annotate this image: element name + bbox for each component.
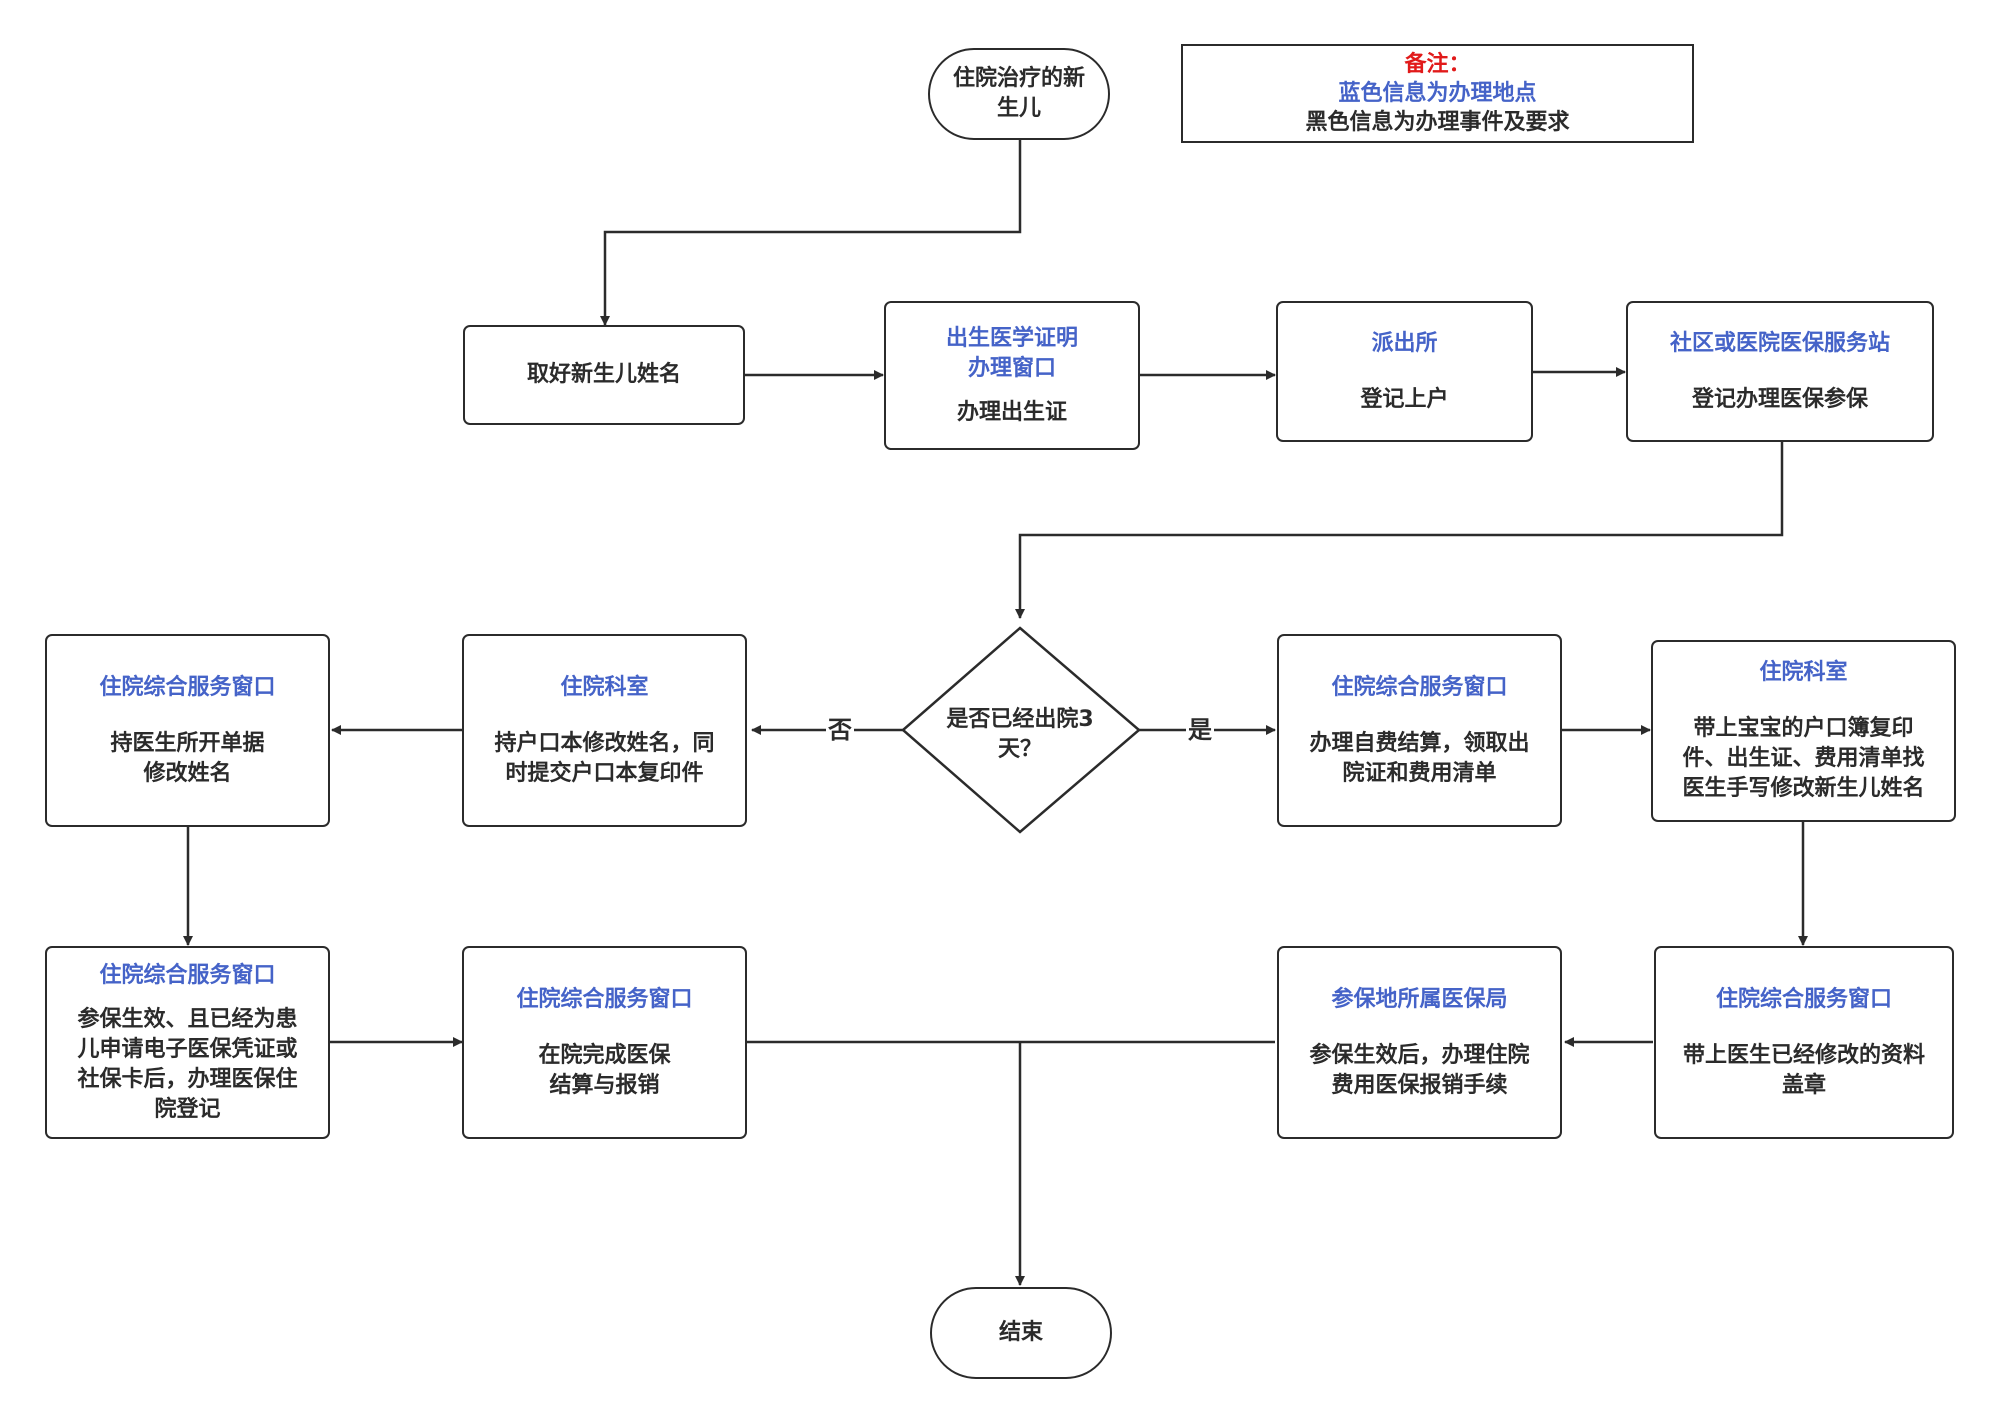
ward-no-task-line2: 时提交户口本复印件 bbox=[505, 760, 704, 786]
start-label-line1: 住院治疗的新 bbox=[952, 66, 1085, 91]
node-window-selfpay: 住院综合服务窗口 办理自费结算，领取出 院证和费用清单 bbox=[1277, 634, 1562, 827]
decision-line2: 天？ bbox=[997, 737, 1042, 762]
window-modify-place: 住院综合服务窗口 bbox=[99, 674, 276, 700]
ward-yes-task-line1: 带上宝宝的户口簿复印 bbox=[1693, 716, 1914, 741]
start-label-line2: 生儿 bbox=[996, 96, 1041, 121]
ward-yes-place: 住院科室 bbox=[1759, 660, 1848, 685]
edge-station-to-decision bbox=[1015, 442, 1784, 619]
ward-yes-task-line3: 医生手写修改新生儿姓名 bbox=[1682, 776, 1925, 801]
window-register-task-line2: 儿申请电子医保凭证或 bbox=[77, 1036, 298, 1062]
node-window-modify: 住院综合服务窗口 持医生所开单据 修改姓名 bbox=[45, 634, 330, 827]
window-stamp-place: 住院综合服务窗口 bbox=[1715, 986, 1892, 1012]
window-settle-task-line1: 在院完成医保 bbox=[538, 1042, 671, 1068]
legend-note: 备注： 蓝色信息为办理地点 黑色信息为办理事件及要求 bbox=[1181, 44, 1694, 143]
decision-diamond bbox=[901, 626, 1141, 834]
start-node: 住院治疗的新 生儿 bbox=[928, 48, 1110, 140]
name-baby-task: 取好新生儿姓名 bbox=[526, 362, 681, 387]
node-bureau: 参保地所属医保局 参保生效后，办理住院 费用医保报销手续 bbox=[1277, 946, 1562, 1139]
edge-label-yes: 是 bbox=[1186, 716, 1214, 744]
window-register-task-line3: 社保卡后，办理医保住 bbox=[77, 1066, 298, 1092]
node-ward-no: 住院科室 持户口本修改姓名，同 时提交户口本复印件 bbox=[462, 634, 747, 827]
end-node: 结束 bbox=[930, 1287, 1112, 1379]
decision-line1: 是否已经出院3 bbox=[946, 707, 1094, 732]
window-stamp-task-line1: 带上医生已经修改的资料 bbox=[1682, 1042, 1925, 1068]
window-register-task-line4: 院登记 bbox=[154, 1096, 221, 1122]
window-settle-task-line2: 结算与报销 bbox=[549, 1072, 660, 1098]
node-name-baby: 取好新生儿姓名 bbox=[463, 325, 745, 425]
bureau-task-line2: 费用医保报销手续 bbox=[1331, 1072, 1508, 1098]
note-title: 备注： bbox=[1404, 52, 1471, 77]
station-place: 社区或医院医保服务站 bbox=[1669, 330, 1890, 356]
bureau-place: 参保地所属医保局 bbox=[1331, 986, 1508, 1012]
window-register-task-line1: 参保生效、且已经为患 bbox=[77, 1006, 298, 1032]
window-modify-task-line2: 修改姓名 bbox=[143, 760, 232, 786]
node-insurance-station: 社区或医院医保服务站 登记办理医保参保 bbox=[1626, 301, 1934, 442]
decision-label: 是否已经出院3 天？ bbox=[900, 700, 1140, 770]
ward-yes-task-line2: 件、出生证、费用清单找 bbox=[1682, 746, 1925, 771]
edge-label-no: 否 bbox=[826, 716, 854, 744]
window-selfpay-task-line2: 院证和费用清单 bbox=[1342, 760, 1497, 786]
window-selfpay-place: 住院综合服务窗口 bbox=[1331, 674, 1508, 700]
ward-no-task-line1: 持户口本修改姓名，同 bbox=[494, 730, 715, 756]
end-label: 结束 bbox=[998, 1320, 1043, 1345]
node-window-register: 住院综合服务窗口 参保生效、且已经为患 儿申请电子医保凭证或 社保卡后，办理医保… bbox=[45, 946, 330, 1139]
birth-cert-task: 办理出生证 bbox=[956, 399, 1067, 425]
ward-no-place: 住院科室 bbox=[560, 674, 649, 700]
window-register-place: 住院综合服务窗口 bbox=[99, 962, 276, 988]
node-ward-yes: 住院科室 带上宝宝的户口簿复印 件、出生证、费用清单找 医生手写修改新生儿姓名 bbox=[1651, 640, 1956, 822]
window-modify-task-line1: 持医生所开单据 bbox=[110, 730, 265, 756]
police-task: 登记上户 bbox=[1360, 386, 1449, 412]
station-task: 登记办理医保参保 bbox=[1691, 386, 1868, 412]
node-window-settle: 住院综合服务窗口 在院完成医保 结算与报销 bbox=[462, 946, 747, 1139]
police-place: 派出所 bbox=[1371, 330, 1438, 356]
node-window-stamp: 住院综合服务窗口 带上医生已经修改的资料 盖章 bbox=[1654, 946, 1954, 1139]
bureau-task-line1: 参保生效后，办理住院 bbox=[1309, 1042, 1530, 1068]
note-blue-line: 蓝色信息为办理地点 bbox=[1338, 81, 1537, 106]
note-black-line: 黑色信息为办理事件及要求 bbox=[1305, 110, 1570, 135]
node-police: 派出所 登记上户 bbox=[1276, 301, 1533, 442]
window-stamp-task-line2: 盖章 bbox=[1781, 1072, 1826, 1098]
window-settle-place: 住院综合服务窗口 bbox=[516, 986, 693, 1012]
birth-cert-place-line2: 办理窗口 bbox=[967, 355, 1056, 381]
node-birth-cert: 出生医学证明 办理窗口 办理出生证 bbox=[884, 301, 1140, 450]
birth-cert-place-line1: 出生医学证明 bbox=[945, 325, 1078, 351]
edge-start-to-name bbox=[600, 140, 1022, 326]
window-selfpay-task-line1: 办理自费结算，领取出 bbox=[1309, 730, 1530, 756]
